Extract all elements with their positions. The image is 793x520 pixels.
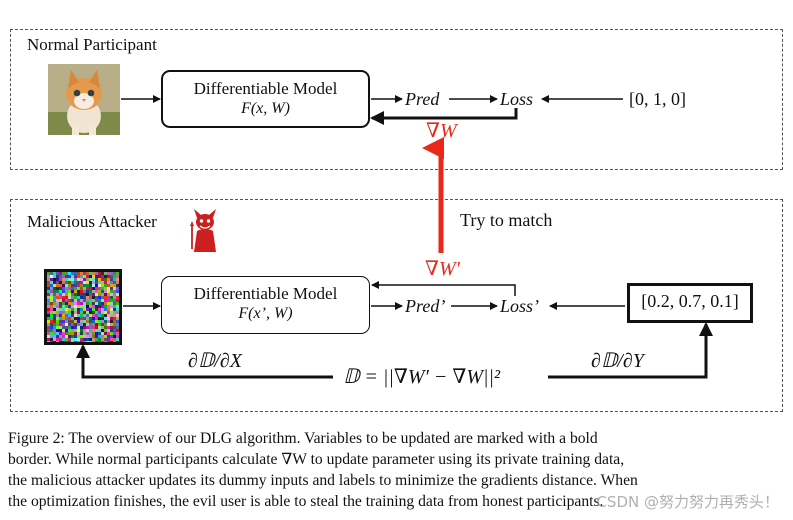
top-pred-label: Pred [405, 89, 440, 109]
loss-to-model-gradient-arrow [370, 108, 518, 125]
bottom-loss-label: Loss’ [500, 296, 540, 316]
dummy-label-value: [0.2, 0.7, 0.1] [641, 291, 739, 311]
caption-line-2: border. While normal participants calcul… [8, 451, 625, 468]
top-loss-label: Loss [500, 89, 534, 109]
normal-participant-title: Normal Participant [27, 35, 157, 54]
top-model-formula: F(x, W) [241, 100, 290, 117]
bottom-model-title: Differentiable Model [193, 284, 338, 303]
caption-line-3: the malicious attacker updates its dummy… [8, 472, 638, 489]
malicious-attacker-panel [10, 199, 783, 412]
normal-participant-panel [10, 29, 783, 170]
watermark: CSDN @努力努力再秀头！ [596, 493, 779, 511]
distance-to-label-arrow [548, 322, 713, 379]
caption-line-4: the optimization finishes, the evil user… [8, 493, 604, 510]
malicious-attacker-title: Malicious Attacker [27, 212, 157, 231]
distance-to-input-arrow [76, 344, 333, 379]
distance-formula: 𝔻 = ||∇W′ − ∇W||² [343, 366, 500, 388]
d-dx-label: ∂𝔻/∂X [188, 350, 242, 372]
bottom-pred-label: Pred’ [405, 296, 446, 316]
dummy-label-box: [0.2, 0.7, 0.1] [627, 283, 753, 323]
cat-photo-icon [48, 64, 120, 135]
top-model-box: Differentiable Model F(x, W) [161, 70, 370, 128]
caption-line-1: Figure 2: The overview of our DLG algori… [8, 430, 598, 447]
bottom-loss-to-model-arrow [371, 281, 516, 296]
true-label-value: [0, 1, 0] [629, 89, 686, 109]
try-to-match-label: Try to match [460, 210, 553, 230]
top-model-title: Differentiable Model [193, 79, 338, 98]
bottom-model-box: Differentiable Model F(x’, W) [161, 276, 370, 334]
bottom-model-formula: F(x’, W) [238, 305, 293, 322]
figure-caption: Figure 2: The overview of our DLG algori… [8, 428, 786, 512]
dummy-input-noise-image [44, 269, 122, 345]
d-dy-label: ∂𝔻/∂Y [591, 350, 644, 372]
dummy-gradient-label: ∇W′ [425, 258, 460, 280]
devil-icon [190, 209, 220, 254]
gradient-label: ∇W [426, 120, 457, 142]
